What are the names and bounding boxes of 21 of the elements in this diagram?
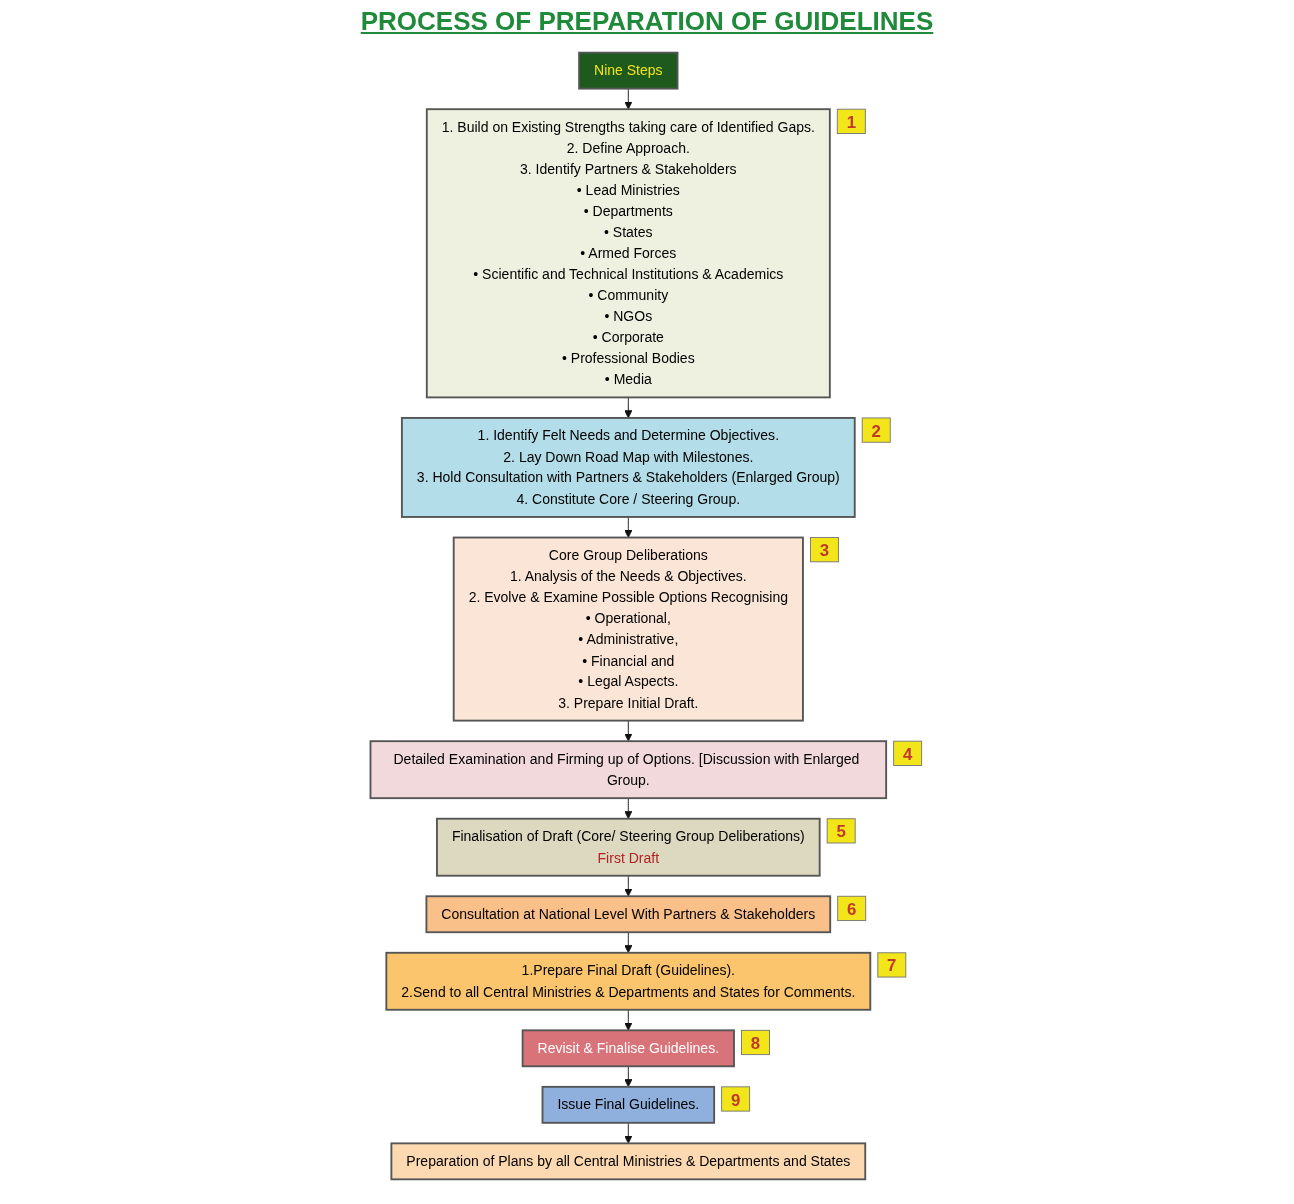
node-box: 1.Prepare Final Draft (Guidelines). 2.Send to all Central Ministries & Departments and States for Comments. bbox=[385, 951, 872, 1011]
node-box: Finalisation of Draft (Core/ Steering Group Deliberations) First Draft bbox=[436, 817, 821, 877]
node-box: 1. Identify Felt Needs and Determine Objectives. 2. Lay Down Road Map with Milestones. 3. Hold Consultation with Partners & Stakeholders (Enlarged Group) 4. Constitute Core / Steering Group. bbox=[400, 417, 856, 518]
step-number: 2 bbox=[871, 421, 881, 441]
step-number: 6 bbox=[847, 899, 857, 919]
node-box: Nine Steps bbox=[578, 51, 679, 90]
node-box: Issue Final Guidelines. bbox=[541, 1085, 716, 1124]
step-number: 9 bbox=[730, 1090, 741, 1110]
step-number: 3 bbox=[819, 541, 830, 561]
node-box: 1. Build on Existing Strengths taking care of Identified Gaps. 2. Define Approach. 3. Identify Partners & Stakeholders • Lead Ministries • Departments • States • Armed Forces • Scientific and Technical Institutions & Academics • Community • NGOs • Corporate • Professional Bodies • Media bbox=[425, 108, 831, 399]
step-number: 4 bbox=[902, 744, 913, 764]
step-number: 1 bbox=[846, 112, 856, 132]
node-box: Consultation at National Level With Partners & Stakeholders bbox=[425, 895, 832, 934]
step-number: 5 bbox=[836, 822, 846, 842]
node-box: Core Group Deliberations 1. Analysis of the Needs & Objectives. 2. Evolve & Examine Possible Options Recognising • Operational, • Administrative, • Financial and • Legal Aspects. 3. Prepare Initial Draft. bbox=[452, 536, 804, 722]
step-number: 7 bbox=[887, 956, 897, 976]
step-number: 8 bbox=[750, 1034, 761, 1053]
diagram-title: PROCESS OF PREPARATION OF GUIDELINES bbox=[359, 6, 935, 37]
node-box: Preparation of Plans by all Central Ministries & Departments and States bbox=[390, 1142, 867, 1181]
node-box: Detailed Examination and Firming up of Options. [Discussion with Enlarged Group. bbox=[369, 740, 888, 800]
node-box: Revisit & Finalise Guidelines. bbox=[521, 1029, 735, 1068]
